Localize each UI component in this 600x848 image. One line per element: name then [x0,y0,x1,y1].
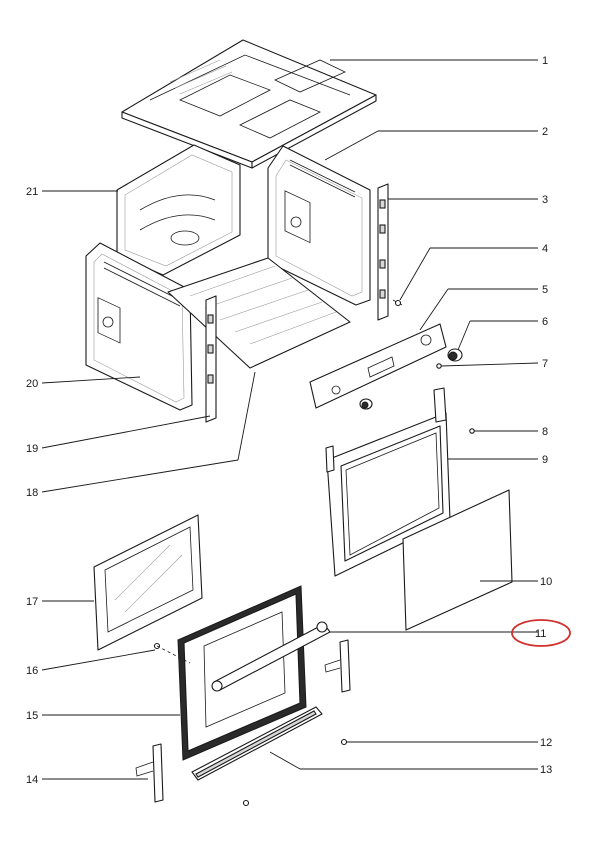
callout-12[interactable]: 12 [540,737,552,749]
part-top-cover[interactable] [121,39,377,169]
callout-8[interactable]: 8 [542,426,548,438]
callout-7[interactable]: 7 [542,358,548,370]
leader-18b [237,371,256,461]
callout-6[interactable]: 6 [542,316,548,328]
leader-7 [440,362,539,367]
callout-21[interactable]: 21 [26,186,38,198]
part-screw-4[interactable] [392,299,403,307]
part-front-frame[interactable] [325,387,451,577]
callout-16[interactable]: 16 [26,665,38,677]
part-control-panel[interactable] [309,323,447,409]
part-bottom-rail[interactable] [191,706,323,781]
callout-2[interactable]: 2 [542,126,548,138]
callout-5[interactable]: 5 [542,284,548,296]
leader-2 [324,130,379,161]
callout-15[interactable]: 15 [26,710,38,722]
part-inner-glass[interactable] [402,489,513,631]
part-left-side-panel[interactable] [85,242,193,411]
part-screw-12[interactable] [340,738,348,746]
callout-labels: 1 2 3 4 5 6 7 8 9 10 11 12 13 14 15 16 1… [26,55,552,786]
part-outer-door-glass[interactable] [93,514,203,651]
callout-13[interactable]: 13 [540,764,552,776]
part-left-rail[interactable] [205,295,217,423]
callout-4[interactable]: 4 [542,243,548,255]
callout-18[interactable]: 18 [26,487,38,499]
callout-11-highlight-ring [511,619,571,647]
callout-19[interactable]: 19 [26,443,38,455]
callout-11[interactable]: 11 [535,628,546,640]
callout-17[interactable]: 17 [26,596,38,608]
part-screw-8[interactable] [469,428,475,434]
leader-lines [41,59,539,780]
part-knob-small[interactable] [359,398,373,410]
leader-20 [41,376,141,384]
leader-4 [399,247,431,301]
leader-16 [41,649,156,671]
part-screw-16[interactable] [153,642,191,664]
callout-9[interactable]: 9 [542,454,548,466]
leader-6 [457,320,471,351]
part-hinge-left[interactable] [135,743,164,803]
part-back-panel[interactable] [116,144,241,276]
callout-1[interactable]: 1 [542,55,548,67]
part-knob[interactable] [447,348,463,362]
part-screw-7[interactable] [436,363,442,369]
callout-3[interactable]: 3 [542,194,548,206]
part-screw-bottom[interactable] [242,799,250,807]
part-right-side-panel[interactable] [267,145,371,306]
leader-18 [41,459,239,493]
leader-19 [41,415,211,449]
callout-10[interactable]: 10 [540,576,552,588]
part-hinge-right[interactable] [324,639,351,693]
part-right-rail[interactable] [377,183,389,321]
part-floor-plate[interactable] [167,257,351,369]
callout-14[interactable]: 14 [26,774,38,786]
callout-20[interactable]: 20 [26,378,38,390]
leader-5 [419,288,449,331]
leader-13 [269,751,301,770]
